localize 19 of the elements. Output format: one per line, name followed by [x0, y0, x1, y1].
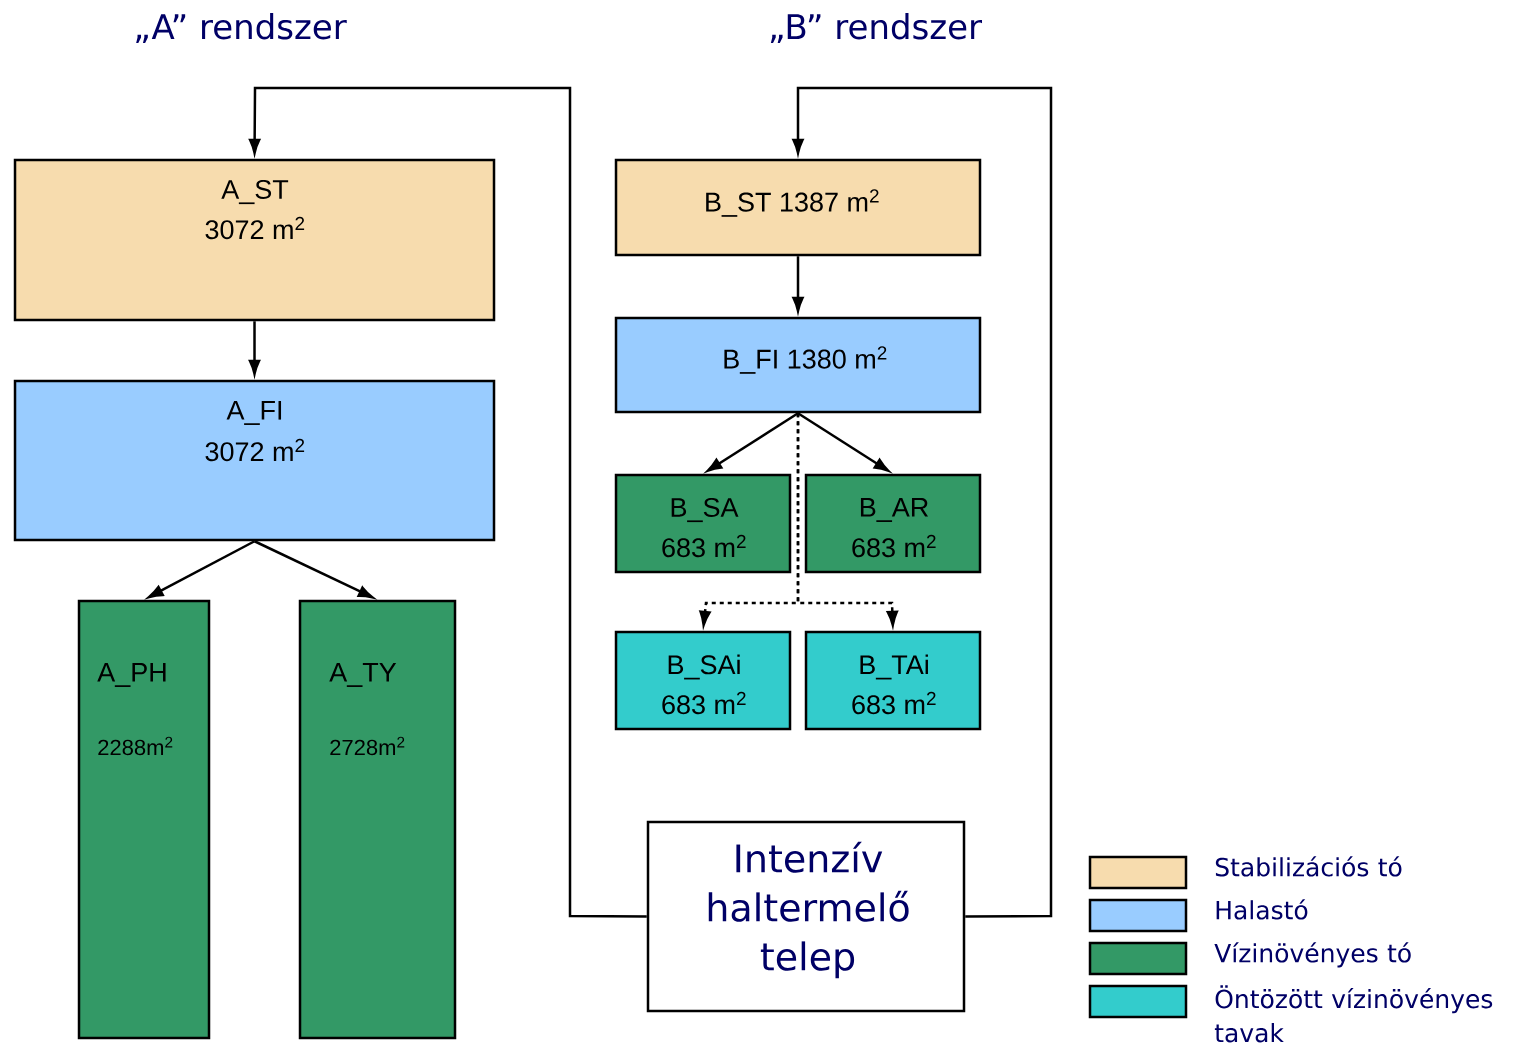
- pond-box: B_AR 683 m$^{2}$: [804, 473, 982, 574]
- arrow: [792, 86, 1053, 918]
- pond-box: A_TY 2728m$^{2}$: [298, 599, 457, 1040]
- pond-box: B_ST 1387 m$^{2}$: [614, 158, 982, 257]
- pond-box: Intenzív haltermelő telep: [646, 820, 966, 1013]
- pond-box: B_SA 683 m$^{2}$: [614, 473, 792, 574]
- arrow: [248, 86, 647, 918]
- pond-box: B_SAi 683 m$^{2}$: [614, 630, 792, 731]
- legend-label: Stabilizációs tó: [1215, 856, 1402, 877]
- pond-box: B_FI 1380 m$^{2}$: [614, 316, 982, 414]
- pond-box: B_TAi 683 m$^{2}$: [804, 630, 982, 731]
- system-heading: „A” rendszer: [136, 13, 347, 43]
- legend-label: Öntözött vízinövényes tavak: [1214, 985, 1493, 1043]
- legend-label: Halastó: [1216, 899, 1308, 920]
- system-heading: „B” rendszer: [770, 13, 982, 43]
- pond-box: A_PH 2288m$^{2}$: [77, 599, 211, 1040]
- legend-label: Vízinövényes tó: [1214, 942, 1411, 968]
- pond-box: A_FI 3072 m$^{2}$: [13, 379, 496, 542]
- pond-box: A_ST 3072 m$^{2}$: [13, 158, 496, 322]
